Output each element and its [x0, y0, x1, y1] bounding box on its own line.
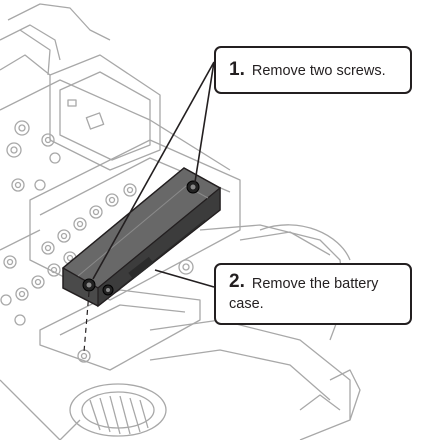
- callout-1-number: 1.: [229, 59, 245, 80]
- callout-2-text: Remove the battery case.: [229, 276, 379, 312]
- leader-lines: [92, 61, 215, 288]
- callout-remove-battery-case: 2.Remove the battery case.: [214, 263, 412, 325]
- battery-case: [61, 167, 222, 308]
- alignment-dashed-line: [83, 291, 90, 353]
- callout-1-text: Remove two screws.: [251, 63, 386, 79]
- screw-bottom: [82, 278, 96, 292]
- callout-2-number: 2.: [229, 271, 245, 292]
- screw-side: [102, 284, 114, 296]
- device-body: [0, 3, 361, 440]
- callout-remove-screws: 1. Remove two screws.: [214, 46, 412, 94]
- screw-top: [186, 180, 200, 194]
